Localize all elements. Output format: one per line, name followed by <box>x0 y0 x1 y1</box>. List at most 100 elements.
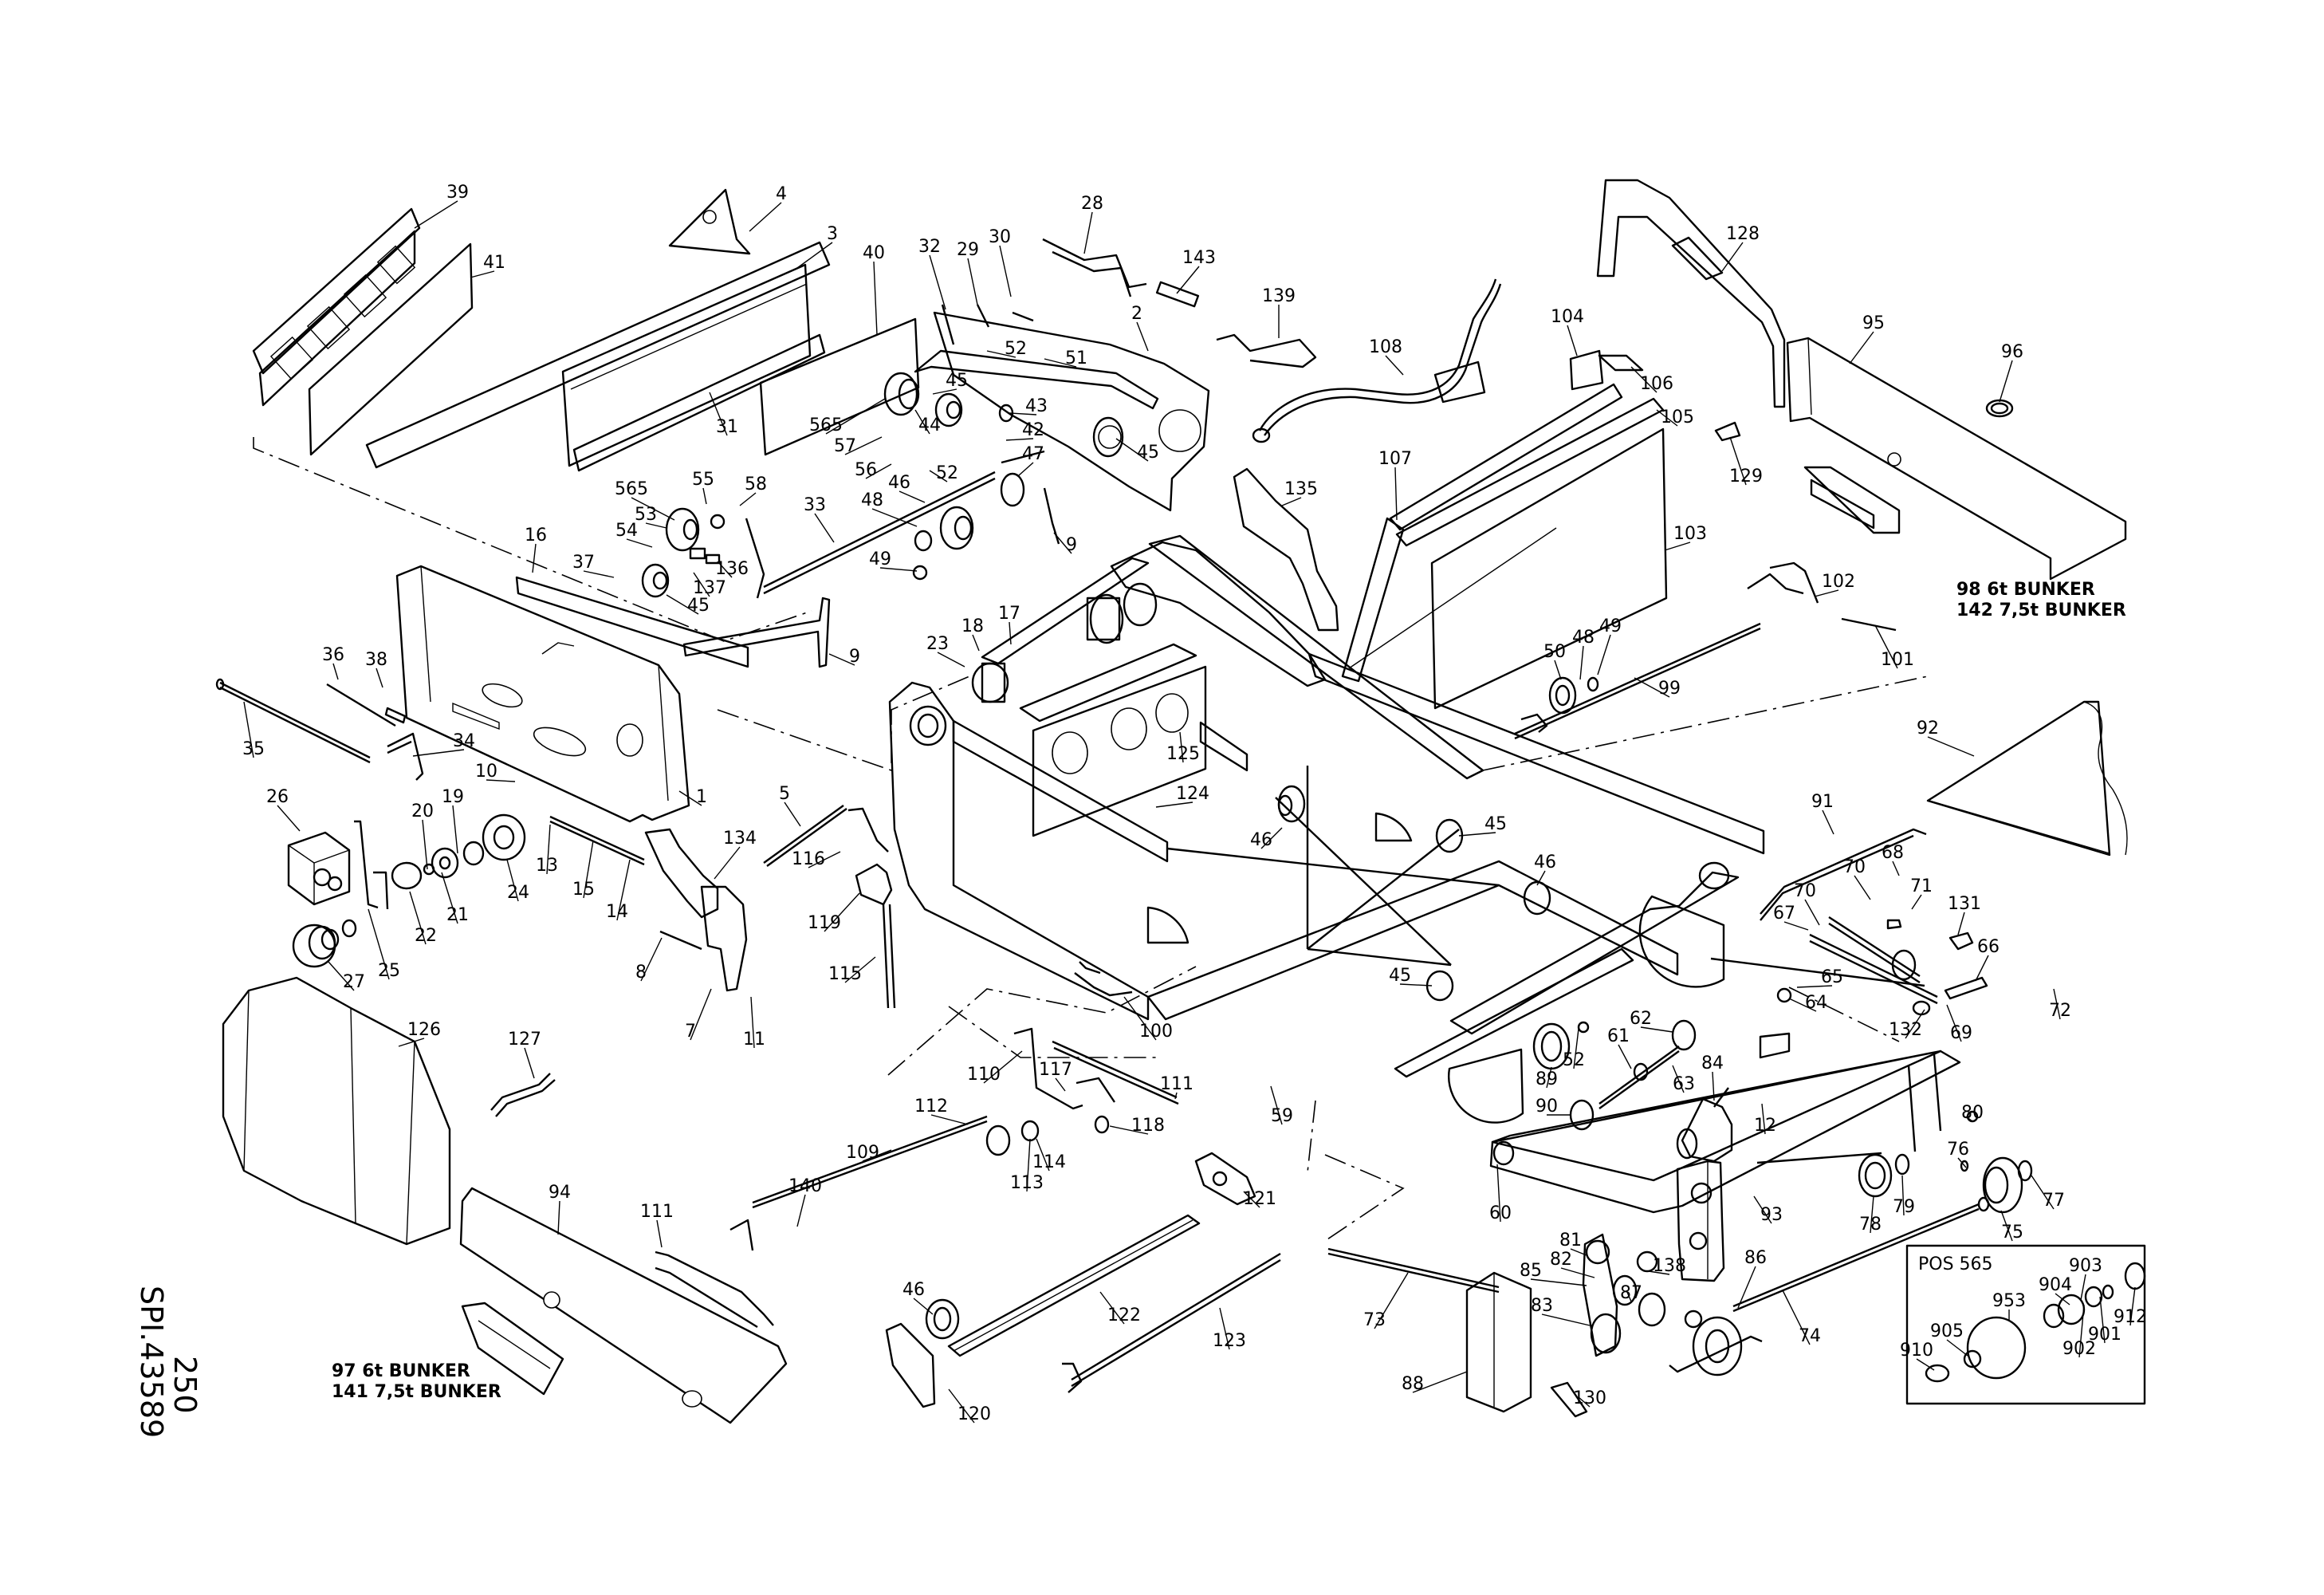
callout-38: 38 <box>365 650 387 670</box>
bracket-106-129 <box>1598 354 1741 442</box>
leader-line <box>1783 921 1809 931</box>
callout-85: 85 <box>1520 1261 1542 1281</box>
leader-line <box>1578 1396 1591 1408</box>
leader-line <box>814 513 835 543</box>
callout-106: 106 <box>1640 374 1673 394</box>
leader-line <box>2031 1175 2055 1210</box>
callout-63: 63 <box>1673 1074 1695 1094</box>
leader-line <box>640 937 663 982</box>
gear-75-77 <box>1960 1110 2033 1214</box>
leader-line <box>645 522 667 529</box>
leader-line <box>1796 985 1833 988</box>
callout-45: 45 <box>687 596 710 616</box>
leader-line <box>967 258 978 305</box>
callout-36: 36 <box>322 645 344 665</box>
leader-line <box>583 570 615 578</box>
callout-26: 26 <box>266 787 289 807</box>
hopper-wall-128 <box>1596 179 1786 408</box>
leader-line <box>1782 1290 1811 1345</box>
plate-41 <box>308 242 474 456</box>
leader-line <box>865 463 892 479</box>
callout-19: 19 <box>442 787 464 807</box>
leader-line <box>2053 988 2061 1020</box>
gearbox-26 <box>287 831 351 906</box>
plate-92 <box>1926 700 2128 857</box>
callout-70: 70 <box>1843 857 1866 877</box>
leader-line <box>796 1194 806 1227</box>
strip-143 <box>1155 281 1200 308</box>
callout-48: 48 <box>1572 628 1595 648</box>
leader-line <box>1753 1195 1772 1224</box>
main-frame-chassis <box>888 534 1765 1124</box>
leader-line <box>616 859 631 921</box>
leader-line <box>1729 436 1747 486</box>
leader-line <box>486 779 516 782</box>
plate-7 <box>659 885 748 992</box>
leader-line <box>796 242 833 269</box>
leader-line <box>690 988 712 1041</box>
callout-61: 61 <box>1607 1026 1630 1046</box>
callout-17: 17 <box>998 604 1020 624</box>
callout-82: 82 <box>1550 1250 1572 1270</box>
leader-line <box>1179 731 1184 763</box>
linkage-110-118 <box>985 1027 1179 1156</box>
callout-34: 34 <box>453 731 475 751</box>
note-142: 142 7,5t BUNKER <box>1956 601 2126 620</box>
leader-line <box>1018 462 1034 476</box>
hopper-plate-107 <box>1341 383 1623 683</box>
callout-128: 128 <box>1726 224 1760 244</box>
leader-line <box>1536 870 1546 886</box>
leader-line <box>1965 1116 1973 1122</box>
lever-111-140-109 <box>655 1115 988 1329</box>
leader-line <box>749 202 782 232</box>
callout-41: 41 <box>483 253 505 273</box>
leader-line <box>824 892 860 932</box>
leader-line <box>441 872 458 924</box>
note-98: 98 6t BUNKER <box>1956 580 2095 600</box>
callout-67: 67 <box>1773 904 1795 924</box>
leader-line <box>1573 1028 1579 1069</box>
leader-line <box>1385 355 1404 376</box>
callout-143: 143 <box>1182 248 1216 268</box>
callout-45: 45 <box>1389 966 1411 986</box>
leader-line <box>1530 1278 1587 1286</box>
callout-43: 43 <box>1025 396 1048 416</box>
leader-line <box>1630 366 1657 393</box>
leader-line <box>2129 1286 2136 1326</box>
leader-line <box>1721 242 1744 272</box>
callout-88: 88 <box>1402 1374 1424 1394</box>
callout-70: 70 <box>1794 881 1816 901</box>
callout-46: 46 <box>902 1280 925 1300</box>
leader-line <box>1597 634 1611 675</box>
callout-73: 73 <box>1363 1310 1386 1330</box>
callout-62: 62 <box>1630 1009 1652 1029</box>
angle-105-104 <box>1395 349 1665 547</box>
rod-5 <box>763 805 847 867</box>
callout-83: 83 <box>1531 1296 1553 1316</box>
bracket-9-left <box>682 597 831 668</box>
leader-line <box>1648 1270 1670 1275</box>
callout-48: 48 <box>861 490 883 510</box>
bracket-100 <box>1074 961 1133 997</box>
leader-line <box>1916 1358 1935 1371</box>
leader-line <box>1219 1307 1230 1350</box>
cover-97-141 <box>461 1302 564 1396</box>
leader-line <box>332 663 339 680</box>
leader-line <box>1412 1371 1468 1393</box>
callout-134: 134 <box>723 829 757 849</box>
leader-line <box>693 572 710 597</box>
leader-line <box>1634 677 1670 698</box>
callout-904: 904 <box>2039 1275 2072 1295</box>
rail-16 <box>515 576 749 668</box>
callout-69: 69 <box>1950 1023 1972 1043</box>
rear-wall-panel-39 <box>252 207 421 407</box>
leader-line <box>1260 827 1283 849</box>
note-97: 97 6t BUNKER <box>332 1361 470 1381</box>
leader-line <box>1999 360 2013 403</box>
leader-line <box>1854 875 1871 900</box>
leader-line <box>1640 1026 1673 1033</box>
leader-line <box>398 1038 425 1047</box>
leader-line <box>1901 1175 1905 1216</box>
leader-line <box>784 801 801 827</box>
leader-line <box>1155 801 1193 808</box>
